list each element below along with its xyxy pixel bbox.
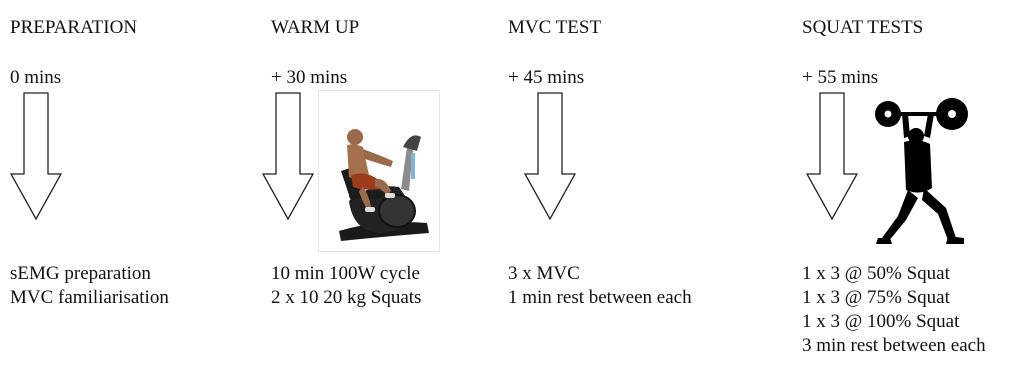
stage-time-preparation: 0 mins — [10, 67, 62, 88]
description-line: 3 min rest between each — [802, 335, 986, 356]
stage-title-mvc-test: MVC TEST — [508, 17, 602, 38]
exercise-bike-icon — [318, 90, 440, 252]
description-line: 1 x 3 @ 100% Squat — [802, 311, 960, 332]
stage-title-preparation: PREPARATION — [10, 17, 138, 38]
description-line: 1 min rest between each — [508, 287, 692, 308]
description-line: 1 x 3 @ 75% Squat — [802, 287, 950, 308]
stage-title-squat-tests: SQUAT TESTS — [802, 17, 924, 38]
description-line: 10 min 100W cycle — [271, 263, 420, 284]
description-line: sEMG preparation — [10, 263, 151, 284]
description-line: 1 x 3 @ 50% Squat — [802, 263, 950, 284]
stage-time-mvc-test: + 45 mins — [508, 67, 585, 88]
down-arrow-icon — [262, 92, 314, 220]
weightlifter-icon — [868, 92, 972, 252]
description-line: MVC familiarisation — [10, 287, 169, 308]
stage-description-preparation: sEMG preparation MVC familiarisation — [10, 262, 169, 310]
down-arrow-icon — [806, 92, 858, 220]
down-arrow-icon — [524, 92, 576, 220]
stage-description-squat-tests: 1 x 3 @ 50% Squat 1 x 3 @ 75% Squat 1 x … — [802, 262, 986, 358]
stage-description-warm-up: 10 min 100W cycle 2 x 10 20 kg Squats — [271, 262, 421, 310]
stage-time-squat-tests: + 55 mins — [802, 67, 879, 88]
down-arrow-icon — [10, 92, 62, 220]
stage-time-warm-up: + 30 mins — [271, 67, 348, 88]
stage-title-warm-up: WARM UP — [271, 17, 360, 38]
description-line: 3 x MVC — [508, 263, 580, 284]
description-line: 2 x 10 20 kg Squats — [271, 287, 422, 308]
stage-description-mvc-test: 3 x MVC 1 min rest between each — [508, 262, 692, 310]
